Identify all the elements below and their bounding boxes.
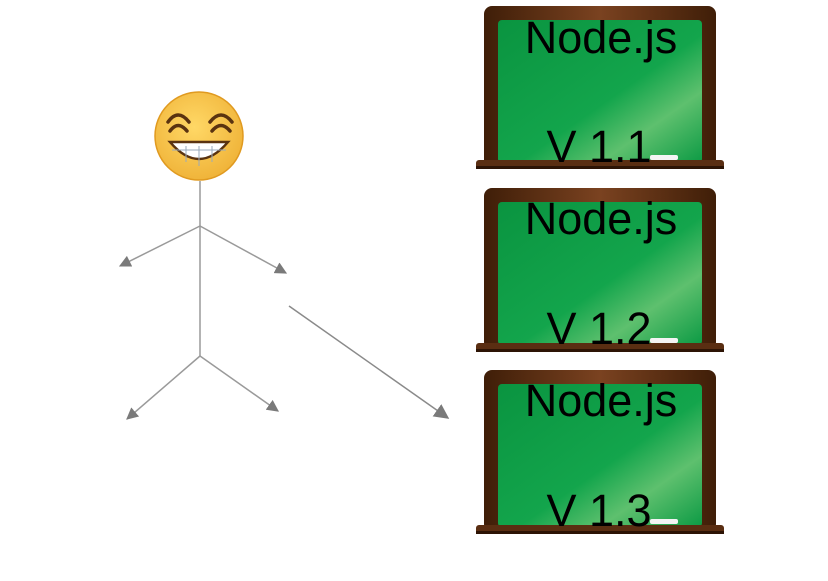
figure-right-leg — [199, 355, 279, 412]
figure-left-arm — [118, 225, 201, 267]
board-3-title: Node.js — [525, 375, 678, 426]
board-3-version: V 1.3 — [546, 485, 651, 536]
board-2-title: Node.js — [525, 193, 678, 244]
stick-figure — [118, 91, 288, 420]
chalk-icon — [650, 155, 678, 160]
figure-left-leg — [126, 355, 201, 420]
chalk-icon — [650, 519, 678, 524]
chalkboard-2: Node.js V 1.2 — [476, 188, 724, 354]
chalk-icon — [650, 338, 678, 343]
grinning-face-icon — [154, 91, 244, 181]
connector-arrow — [288, 305, 450, 419]
chalkboard-1: Node.js V 1.1 — [476, 6, 724, 172]
figure-right-arm — [199, 225, 288, 274]
board-2-version: V 1.2 — [546, 303, 651, 354]
board-1-version: V 1.1 — [546, 121, 651, 172]
board-1-title: Node.js — [525, 12, 678, 63]
chalkboard-3: Node.js V 1.3 — [476, 370, 724, 536]
